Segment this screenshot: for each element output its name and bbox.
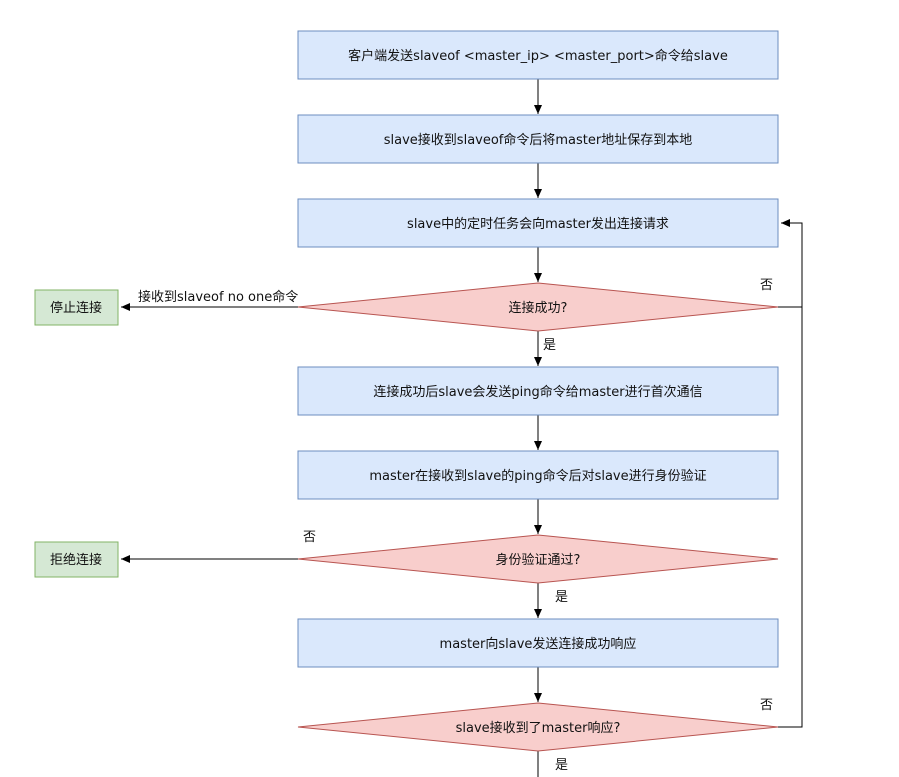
node-master-response: master向slave发送连接成功响应 bbox=[297, 618, 779, 668]
node-send-ping-label: 连接成功后slave会发送ping命令给master进行首次通信 bbox=[373, 384, 702, 400]
terminal-stop-label: 停止连接 bbox=[50, 300, 102, 316]
terminal-stop: 停止连接 bbox=[34, 289, 119, 326]
edge-label-yes-3: 是 bbox=[555, 758, 568, 773]
decision-connected: 连接成功? bbox=[297, 282, 779, 332]
edge-response-no-loop bbox=[778, 307, 803, 728]
node-save-addr: slave接收到slaveof命令后将master地址保存到本地 bbox=[297, 114, 779, 164]
decision-response: slave接收到了master响应? bbox=[297, 702, 779, 752]
node-master-response-label: master向slave发送连接成功响应 bbox=[440, 636, 637, 652]
decision-connected-label: 连接成功? bbox=[509, 300, 568, 316]
edge-label-yes-1: 是 bbox=[543, 338, 556, 353]
decision-auth: 身份验证通过? bbox=[297, 534, 779, 584]
edges bbox=[121, 79, 803, 777]
edge-label-slaveof-no-one: 接收到slaveof no one命令 bbox=[138, 289, 298, 305]
edge-label-no-3: 否 bbox=[760, 698, 773, 713]
edge-connected-no-loop bbox=[778, 219, 803, 308]
node-auth-label: master在接收到slave的ping命令后对slave进行身份验证 bbox=[369, 468, 706, 484]
terminal-reject-label: 拒绝连接 bbox=[50, 552, 102, 568]
decision-response-label: slave接收到了master响应? bbox=[456, 720, 621, 736]
node-auth: master在接收到slave的ping命令后对slave进行身份验证 bbox=[297, 450, 779, 500]
terminal-reject: 拒绝连接 bbox=[34, 541, 119, 578]
node-save-addr-label: slave接收到slaveof命令后将master地址保存到本地 bbox=[384, 132, 692, 148]
node-send-ping: 连接成功后slave会发送ping命令给master进行首次通信 bbox=[297, 366, 779, 416]
node-send-slaveof: 客户端发送slaveof <master_ip> <master_port>命令… bbox=[297, 30, 779, 80]
node-send-slaveof-label: 客户端发送slaveof <master_ip> <master_port>命令… bbox=[348, 48, 728, 64]
edge-label-no-2: 否 bbox=[303, 530, 316, 545]
edge-label-no-1: 否 bbox=[760, 278, 773, 293]
node-timer-connect: slave中的定时任务会向master发出连接请求 bbox=[297, 198, 779, 248]
edge-label-yes-2: 是 bbox=[555, 590, 568, 605]
decision-auth-label: 身份验证通过? bbox=[496, 552, 581, 568]
node-timer-connect-label: slave中的定时任务会向master发出连接请求 bbox=[407, 216, 669, 232]
